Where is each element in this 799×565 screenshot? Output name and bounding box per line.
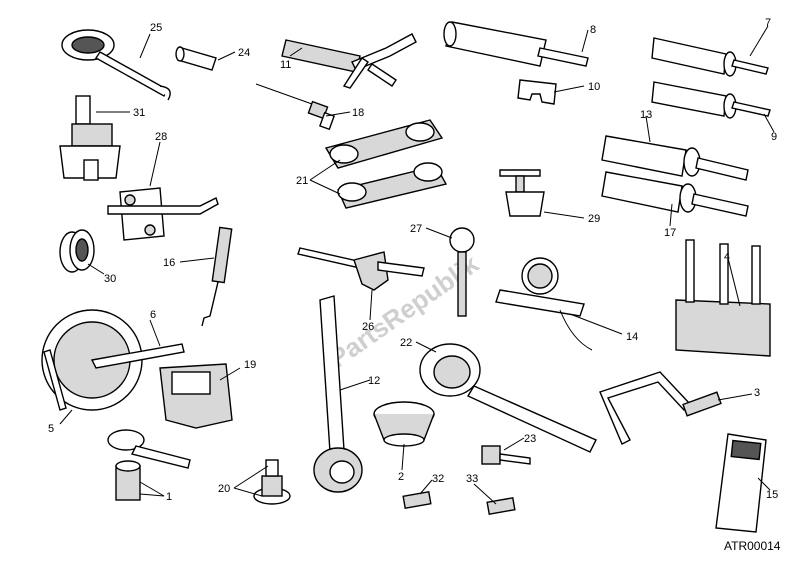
callout-14: 14 xyxy=(626,331,638,343)
part-5-pointer[interactable] xyxy=(43,349,67,411)
part-13-drift[interactable] xyxy=(601,135,749,181)
callout-10: 10 xyxy=(588,81,600,93)
callout-22: 22 xyxy=(400,337,412,349)
part-6-degree-wheel[interactable] xyxy=(41,309,185,411)
part-31-puller[interactable] xyxy=(59,95,121,181)
callout-6: 6 xyxy=(150,309,156,321)
callout-13: 13 xyxy=(640,109,652,121)
part-32-bolt[interactable] xyxy=(402,491,432,509)
callout-15: 15 xyxy=(766,489,778,501)
callout-23: 23 xyxy=(524,433,536,445)
callout-labels: 25 24 31 28 30 16 6 5 19 1 20 11 18 21 2… xyxy=(48,17,778,503)
part-15-tester[interactable] xyxy=(715,433,767,533)
callout-9: 9 xyxy=(771,131,777,143)
part-3-crank[interactable] xyxy=(599,371,722,445)
part-29-puller[interactable] xyxy=(499,169,545,217)
part-21-plates[interactable] xyxy=(324,119,448,209)
part-19-gauge-housing[interactable] xyxy=(159,363,233,429)
part-9-drift[interactable] xyxy=(651,81,771,119)
callout-21: 21 xyxy=(296,175,308,187)
part-7-drift[interactable] xyxy=(651,37,769,77)
callout-5: 5 xyxy=(48,423,54,435)
callout-31: 31 xyxy=(133,107,145,119)
callout-12: 12 xyxy=(368,375,380,387)
part-11-t-handle[interactable] xyxy=(281,33,417,89)
callout-30: 30 xyxy=(104,273,116,285)
figure-code: ATR00014 xyxy=(724,539,781,553)
callout-28: 28 xyxy=(155,131,167,143)
callout-8: 8 xyxy=(590,24,596,36)
callout-20: 20 xyxy=(218,483,230,495)
part-4-block[interactable] xyxy=(675,239,771,357)
part-23-pin[interactable] xyxy=(481,445,531,465)
part-12-lever[interactable] xyxy=(313,295,363,493)
part-30-ring[interactable] xyxy=(59,229,95,273)
callout-26: 26 xyxy=(362,321,374,333)
part-17-drift[interactable] xyxy=(601,171,749,217)
part-1-spanner[interactable] xyxy=(107,429,191,501)
leader-lines xyxy=(59,25,775,505)
callout-16: 16 xyxy=(163,257,175,269)
part-18-cable-tool[interactable] xyxy=(255,83,335,131)
callout-29: 29 xyxy=(588,213,600,225)
callout-2: 2 xyxy=(398,471,404,483)
callout-18: 18 xyxy=(352,107,364,119)
callout-25: 25 xyxy=(150,22,162,34)
part-8-sleeve[interactable] xyxy=(443,21,589,67)
part-27-bore-gauge[interactable] xyxy=(449,227,475,317)
part-20-tool[interactable] xyxy=(253,459,291,505)
callout-27: 27 xyxy=(410,223,422,235)
callout-11: 11 xyxy=(280,59,291,71)
part-26-bracket[interactable] xyxy=(297,247,425,291)
callout-32: 32 xyxy=(432,473,444,485)
part-10-shim[interactable] xyxy=(517,79,557,105)
callout-19: 19 xyxy=(244,359,256,371)
callout-24: 24 xyxy=(238,47,250,59)
part-22-spanner[interactable] xyxy=(419,343,597,453)
callout-33: 33 xyxy=(466,473,478,485)
part-28-bracket[interactable] xyxy=(107,187,219,241)
part-14-dial-gauge[interactable] xyxy=(495,257,593,351)
callout-7: 7 xyxy=(765,17,771,29)
part-16-rod[interactable] xyxy=(201,226,233,327)
part-25-pin-spanner[interactable] xyxy=(61,29,171,101)
callout-17: 17 xyxy=(664,227,676,239)
callout-3: 3 xyxy=(754,387,760,399)
callout-4: 4 xyxy=(724,251,730,263)
part-24-pin[interactable] xyxy=(175,46,217,71)
callout-1: 1 xyxy=(166,491,172,503)
part-2-filter-socket[interactable] xyxy=(373,401,435,447)
